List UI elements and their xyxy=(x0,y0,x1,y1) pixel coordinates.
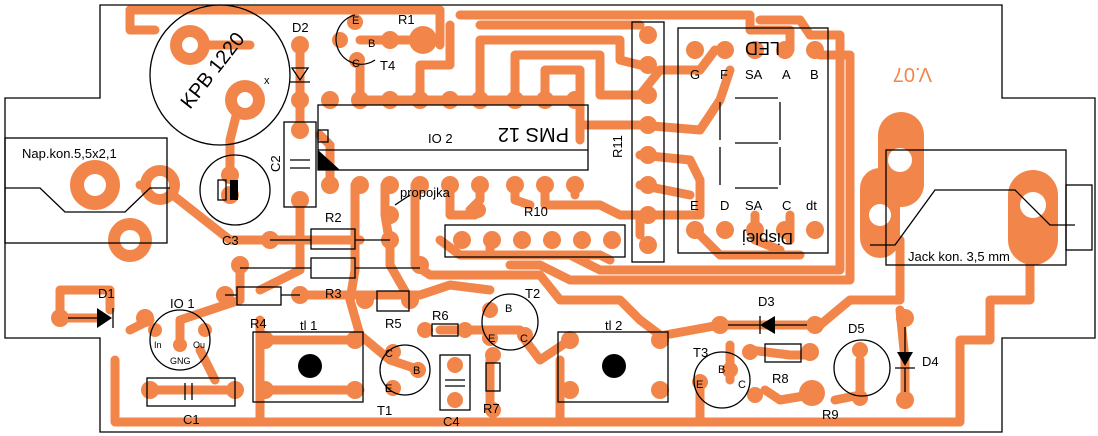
label-c3: C3 xyxy=(222,233,239,248)
label-r2: R2 xyxy=(325,210,342,225)
label-t1: T1 xyxy=(377,403,392,418)
label-tl2: tl 2 xyxy=(605,318,622,333)
display-bottom-label: Displej xyxy=(742,229,793,248)
t3-pin-b: B xyxy=(718,364,725,376)
ic2-part-mirrored: PMS 12 xyxy=(498,123,569,145)
display-pin-f: F xyxy=(720,67,728,82)
display-pin-g: G xyxy=(690,67,700,82)
label-r5: R5 xyxy=(385,316,402,331)
label-r6: R6 xyxy=(432,308,449,323)
t3-pin-e: E xyxy=(696,379,703,391)
display-title: LED xyxy=(745,38,780,58)
title-mirrored: V.07 xyxy=(893,63,932,85)
display-pin-sa-top: SA xyxy=(745,67,763,82)
buzzer-mark: x xyxy=(264,75,270,87)
label-t2: T2 xyxy=(525,286,540,301)
label-d2: D2 xyxy=(292,20,309,35)
label-propojka: propojka xyxy=(400,185,451,200)
label-r4: R4 xyxy=(250,316,267,331)
io1-pin-ou: Ou xyxy=(193,340,205,350)
t1-pin-c: C xyxy=(385,348,393,360)
display-pin-dt: dt xyxy=(806,198,817,213)
label-d4: D4 xyxy=(922,354,939,369)
board-outline xyxy=(4,4,1096,433)
label-tl1: tl 1 xyxy=(300,318,317,333)
label-io1: IO 1 xyxy=(170,296,195,311)
t4-pin-c: C xyxy=(352,58,360,70)
label-t4: T4 xyxy=(380,58,395,73)
display-pin-c: C xyxy=(782,198,791,213)
pads xyxy=(51,14,1058,418)
label-d3: D3 xyxy=(758,294,775,309)
t1-pin-e: E xyxy=(385,383,392,395)
display-pin-a: A xyxy=(782,67,791,82)
t3-pin-c: C xyxy=(738,379,746,391)
label-d1: D1 xyxy=(98,286,115,301)
jack-connector-label: Jack kon. 3,5 mm xyxy=(908,249,1010,264)
label-c2: C2 xyxy=(268,155,283,172)
t2-pin-e: E xyxy=(488,333,495,345)
io1-pin-in: In xyxy=(154,340,162,350)
label-t3: T3 xyxy=(693,345,708,360)
label-r11: R11 xyxy=(610,135,625,158)
label-r10: R10 xyxy=(524,204,548,219)
t4-pin-e: E xyxy=(352,15,359,27)
components xyxy=(4,4,1093,411)
display-pin-d: D xyxy=(720,198,729,213)
power-connector-label: Nap.kon.5,5x2,1 xyxy=(22,146,117,161)
ic2-ref: IO 2 xyxy=(428,131,453,146)
t2-pin-b: B xyxy=(505,303,512,315)
label-r8: R8 xyxy=(772,371,789,386)
t1-pin-b: B xyxy=(413,365,420,377)
label-r9: R9 xyxy=(822,407,839,422)
label-r7: R7 xyxy=(483,401,500,416)
display-pin-sa-bottom: SA xyxy=(745,198,763,213)
label-c1: C1 xyxy=(183,412,200,427)
display-pin-b: B xyxy=(810,67,819,82)
t2-pin-c: C xyxy=(520,333,528,345)
display-pin-e: E xyxy=(690,198,699,213)
label-c4: C4 xyxy=(443,414,460,429)
t4-pin-b: B xyxy=(368,38,375,50)
io1-pin-gng: GNG xyxy=(170,356,191,366)
label-r3: R3 xyxy=(325,286,342,301)
label-d5: D5 xyxy=(848,321,865,336)
label-r1: R1 xyxy=(398,12,415,27)
